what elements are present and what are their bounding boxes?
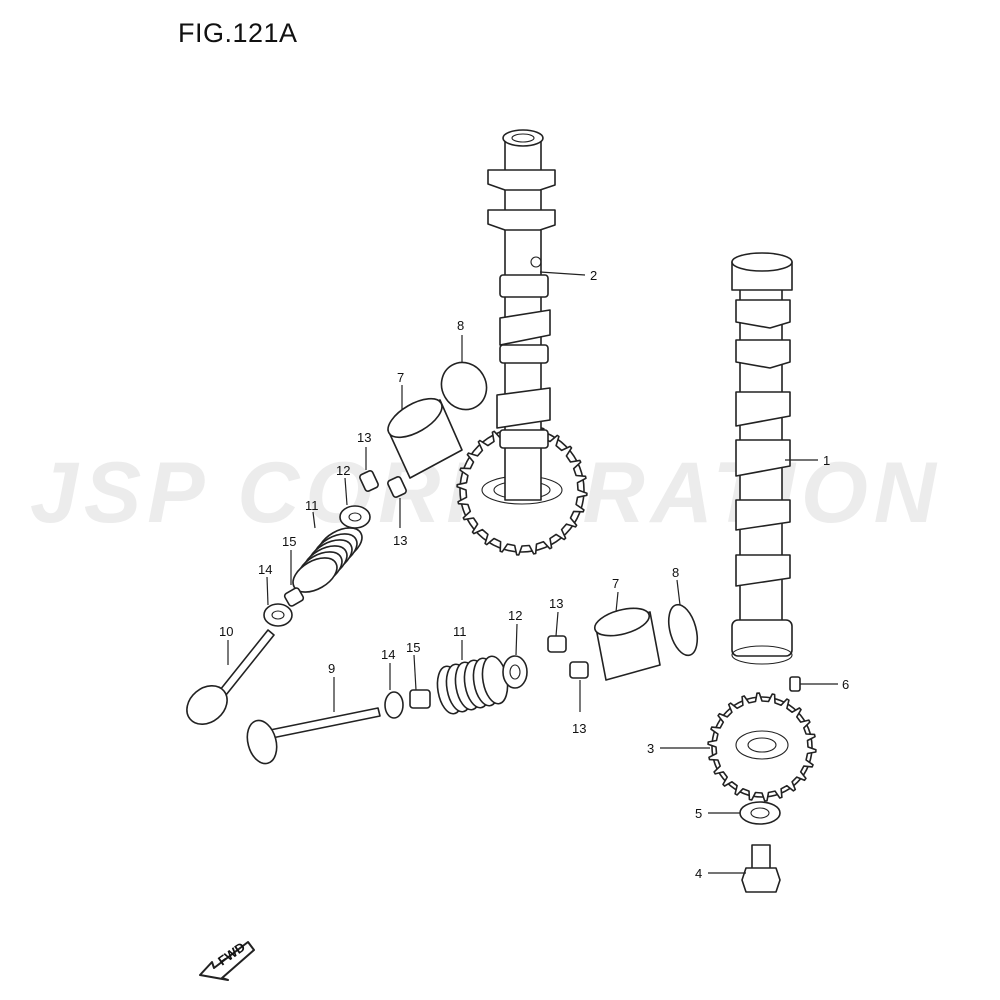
callout-14: 14 [258, 562, 272, 577]
callout-13: 13 [572, 721, 586, 736]
callout-1: 1 [823, 453, 830, 468]
callout-3: 3 [647, 741, 654, 756]
callout-2: 2 [590, 268, 597, 283]
callout-15: 15 [282, 534, 296, 549]
callout-13: 13 [393, 533, 407, 548]
callout-7: 7 [397, 370, 404, 385]
callout-12: 12 [508, 608, 522, 623]
fwd-arrow: FWD [199, 939, 255, 981]
callout-11: 11 [305, 498, 319, 513]
callout-7: 7 [612, 576, 619, 591]
callout-6: 6 [842, 677, 849, 692]
callout-10: 10 [219, 624, 233, 639]
callout-14: 14 [381, 647, 395, 662]
callout-8: 8 [457, 318, 464, 333]
camshaft-left [456, 129, 588, 556]
callout-4: 4 [695, 866, 702, 881]
callout-15: 15 [406, 640, 420, 655]
callout-12: 12 [336, 463, 350, 478]
callout-8: 8 [672, 565, 679, 580]
callout-11: 11 [453, 624, 467, 639]
callout-13: 13 [357, 430, 371, 445]
callout-labels: 2 1 8 7 13 12 11 13 15 14 10 9 14 15 11 … [219, 268, 849, 881]
lower-valve-assembly [246, 603, 699, 765]
callout-13: 13 [549, 596, 563, 611]
figure-title: FIG.121A [178, 18, 298, 48]
cam-sprocket-assembly [707, 676, 817, 893]
leader-lines [227, 271, 838, 874]
callout-9: 9 [328, 661, 335, 676]
camshaft-right [731, 252, 793, 665]
upper-valve-assembly [186, 361, 488, 726]
callout-5: 5 [695, 806, 702, 821]
